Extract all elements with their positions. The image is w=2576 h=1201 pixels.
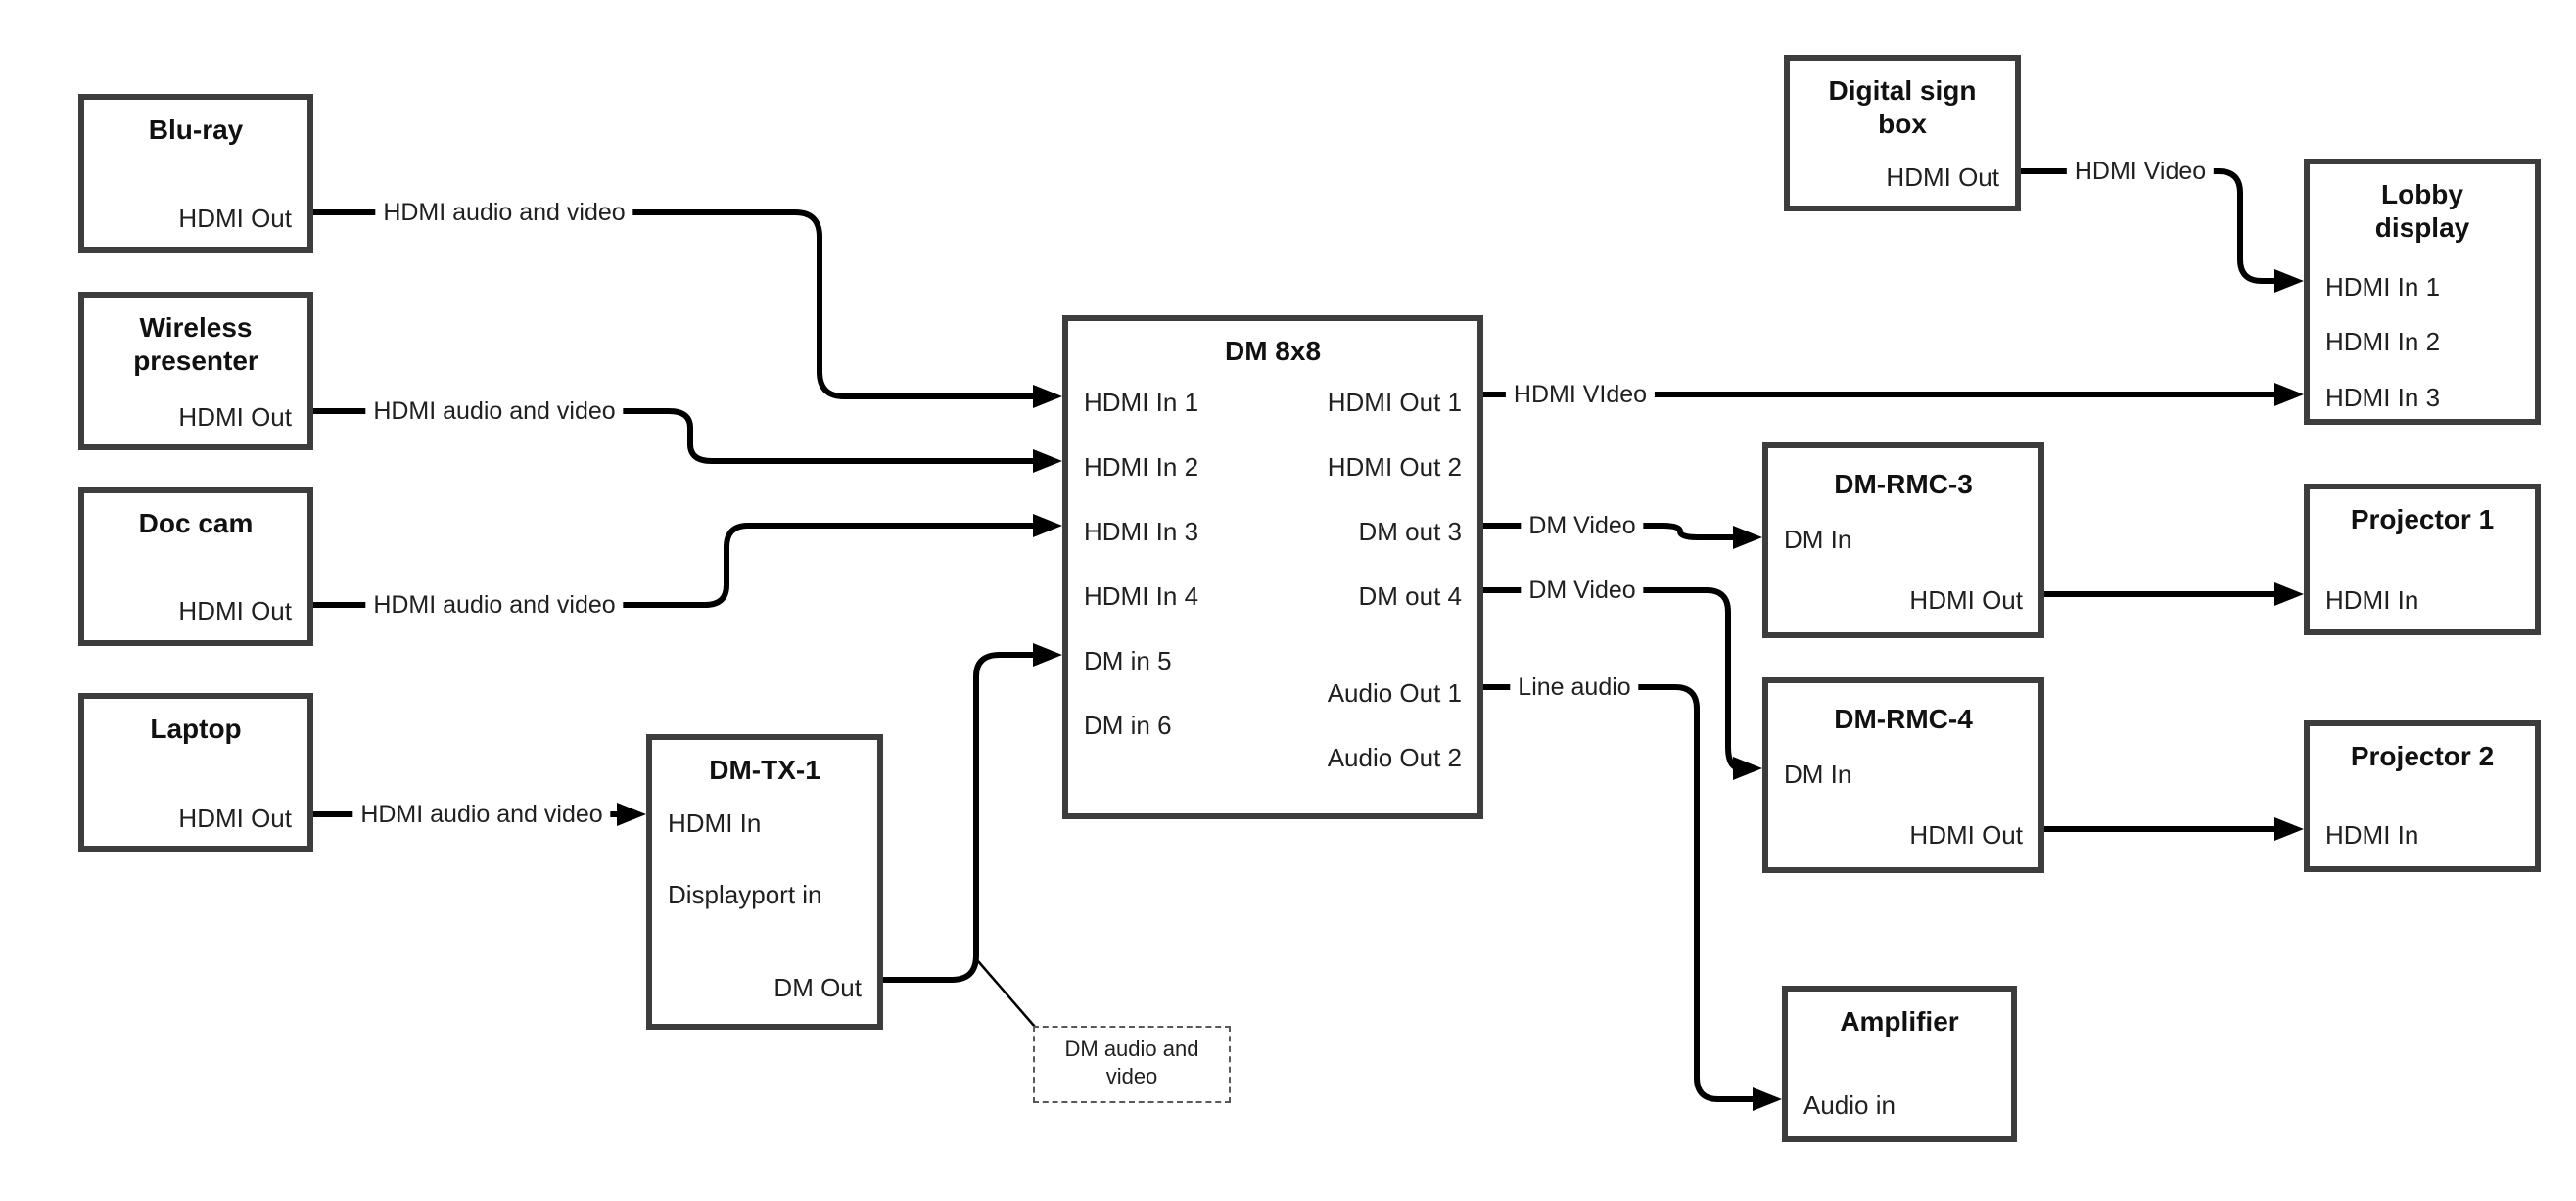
edge-dm8x8-to-dmrmc3-line (1483, 523, 1738, 540)
edge-dmrmc3-to-proj1-arrowhead (2274, 582, 2304, 606)
node-laptop: Laptop HDMI Out (78, 693, 313, 852)
node-projector-2-title: Projector 2 (2350, 741, 2495, 771)
edge-dm8x8-to-amplifier-line (1483, 684, 1757, 1102)
edge-dm8x8-to-amplifier-arrowhead (1753, 1087, 1782, 1111)
node-dm-tx-1: DM-TX-1 HDMI In Displayport in DM Out (646, 734, 883, 1030)
node-lobby-display-title: Lobby display (2374, 179, 2470, 243)
port-proj2-hdmi-in: HDMI In (2325, 820, 2419, 850)
edge-label-dm-video-rmc4: DM Video (1521, 576, 1644, 605)
port-dm8x8-dm-in-6: DM in 6 (1084, 711, 1172, 740)
edge-label-laptop-hdmi-av: HDMI audio and video (352, 800, 611, 829)
port-dm8x8-dm-in-5: DM in 5 (1084, 646, 1172, 675)
port-dm8x8-audio-out-1: Audio Out 1 (1327, 678, 1462, 708)
port-dmrmc4-dm-in: DM In (1784, 760, 1852, 789)
edge-dm8x8-to-lobby-arrowhead (2274, 383, 2304, 406)
edge-label-hdmi-video-lobby: HDMI VIdeo (1505, 380, 1656, 409)
node-doc-cam-title: Doc cam (138, 508, 254, 538)
port-dm8x8-hdmi-in-4: HDMI In 4 (1084, 581, 1199, 611)
node-projector-2: Projector 2 HDMI In (2304, 720, 2541, 872)
port-dmtx1-displayport-in: Displayport in (668, 880, 822, 909)
node-dm-8x8-title: DM 8x8 (1224, 336, 1322, 366)
node-amplifier: Amplifier Audio in (1782, 986, 2017, 1142)
port-dm8x8-dm-out-4: DM out 4 (1358, 581, 1463, 611)
node-wireless-presenter-title: Wireless presenter (133, 312, 258, 376)
node-dm-rmc-4-title: DM-RMC-4 (1834, 704, 1973, 734)
node-digital-sign-box-title: Digital sign box (1828, 75, 1977, 139)
edge-label-hdmi-video-sign: HDMI Video (2066, 157, 2215, 186)
port-dm8x8-hdmi-in-3: HDMI In 3 (1084, 517, 1199, 546)
port-dmrmc3-hdmi-out: HDMI Out (1909, 585, 2023, 615)
node-projector-1: Projector 1 HDMI In (2304, 484, 2541, 635)
port-doccam-hdmi-out: HDMI Out (178, 596, 292, 625)
node-bluray: Blu-ray HDMI Out (78, 94, 313, 253)
node-wireless-presenter: Wireless presenter HDMI Out (78, 292, 313, 450)
edge-label-dm-video-rmc3: DM Video (1521, 511, 1644, 540)
edge-dm8x8-to-dmrmc3-arrowhead (1733, 526, 1762, 549)
port-dmtx1-hdmi-in: HDMI In (668, 808, 762, 838)
port-digitalsign-hdmi-out: HDMI Out (1886, 162, 1999, 192)
port-dm8x8-hdmi-out-2: HDMI Out 2 (1327, 452, 1462, 482)
edge-wireless-to-dm8x8-arrowhead (1033, 449, 1062, 473)
port-dmrmc4-hdmi-out: HDMI Out (1909, 820, 2023, 850)
edge-bluray-to-dm8x8-arrowhead (1033, 385, 1062, 408)
port-dm8x8-hdmi-out-1: HDMI Out 1 (1327, 388, 1462, 417)
node-laptop-title: Laptop (150, 714, 242, 744)
note-callout-line (977, 960, 1036, 1028)
edge-dmtx1-to-dm8x8-arrowhead (1033, 643, 1062, 667)
edge-bluray-to-dm8x8-line (313, 209, 1038, 399)
edge-dmrmc4-to-proj2-arrowhead (2274, 817, 2304, 841)
node-dm-rmc-3: DM-RMC-3 DM In HDMI Out (1762, 442, 2044, 638)
port-dm8x8-hdmi-in-2: HDMI In 2 (1084, 452, 1199, 482)
node-doc-cam: Doc cam HDMI Out (78, 487, 313, 646)
port-lobby-hdmi-in-2: HDMI In 2 (2325, 327, 2441, 356)
edge-digitalsign-to-lobby-arrowhead (2274, 269, 2304, 293)
port-dmtx1-dm-out: DM Out (773, 973, 862, 1002)
port-amp-audio-in: Audio in (1803, 1090, 1896, 1120)
port-proj1-hdmi-in: HDMI In (2325, 585, 2419, 615)
edge-label-bluray-hdmi-av: HDMI audio and video (375, 198, 633, 227)
port-laptop-hdmi-out: HDMI Out (178, 804, 292, 833)
edge-label-doccam-hdmi-av: HDMI audio and video (365, 590, 624, 620)
node-dm-tx-1-title: DM-TX-1 (709, 755, 820, 785)
edge-label-line-audio: Line audio (1510, 672, 1639, 702)
node-bluray-title: Blu-ray (148, 115, 244, 145)
port-dm8x8-dm-out-3: DM out 3 (1358, 517, 1463, 546)
node-dm-8x8: DM 8x8 HDMI In 1 HDMI In 2 HDMI In 3 HDM… (1062, 315, 1483, 819)
port-dm8x8-audio-out-2: Audio Out 2 (1327, 743, 1462, 772)
port-bluray-hdmi-out: HDMI Out (178, 204, 292, 233)
edge-dmtx1-to-dm8x8-line (883, 652, 1038, 983)
node-lobby-display: Lobby display HDMI In 1 HDMI In 2 HDMI I… (2304, 159, 2541, 425)
edge-wireless-to-dm8x8-line (313, 408, 1038, 464)
edge-laptop-to-dmtx1-arrowhead (617, 803, 646, 826)
port-dmrmc3-dm-in: DM In (1784, 525, 1852, 554)
edge-digitalsign-to-lobby-line (2021, 168, 2279, 284)
port-lobby-hdmi-in-1: HDMI In 1 (2325, 272, 2441, 301)
port-wireless-hdmi-out: HDMI Out (178, 402, 292, 432)
edge-label-wireless-hdmi-av: HDMI audio and video (365, 396, 624, 426)
node-projector-1-title: Projector 1 (2350, 504, 2495, 534)
node-dm-rmc-3-title: DM-RMC-3 (1834, 469, 1973, 499)
port-dm8x8-hdmi-in-1: HDMI In 1 (1084, 388, 1199, 417)
port-lobby-hdmi-in-3: HDMI In 3 (2325, 383, 2441, 412)
edge-doccam-to-dm8x8-arrowhead (1033, 514, 1062, 537)
edge-doccam-to-dm8x8-line (313, 523, 1038, 608)
node-digital-sign-box: Digital sign box HDMI Out (1784, 55, 2021, 211)
note-dm-audio-and-video: DM audio and video (1033, 1026, 1231, 1103)
node-amplifier-title: Amplifier (1840, 1006, 1959, 1037)
edge-dm8x8-to-dmrmc4-arrowhead (1733, 757, 1762, 780)
node-dm-rmc-4: DM-RMC-4 DM In HDMI Out (1762, 677, 2044, 873)
